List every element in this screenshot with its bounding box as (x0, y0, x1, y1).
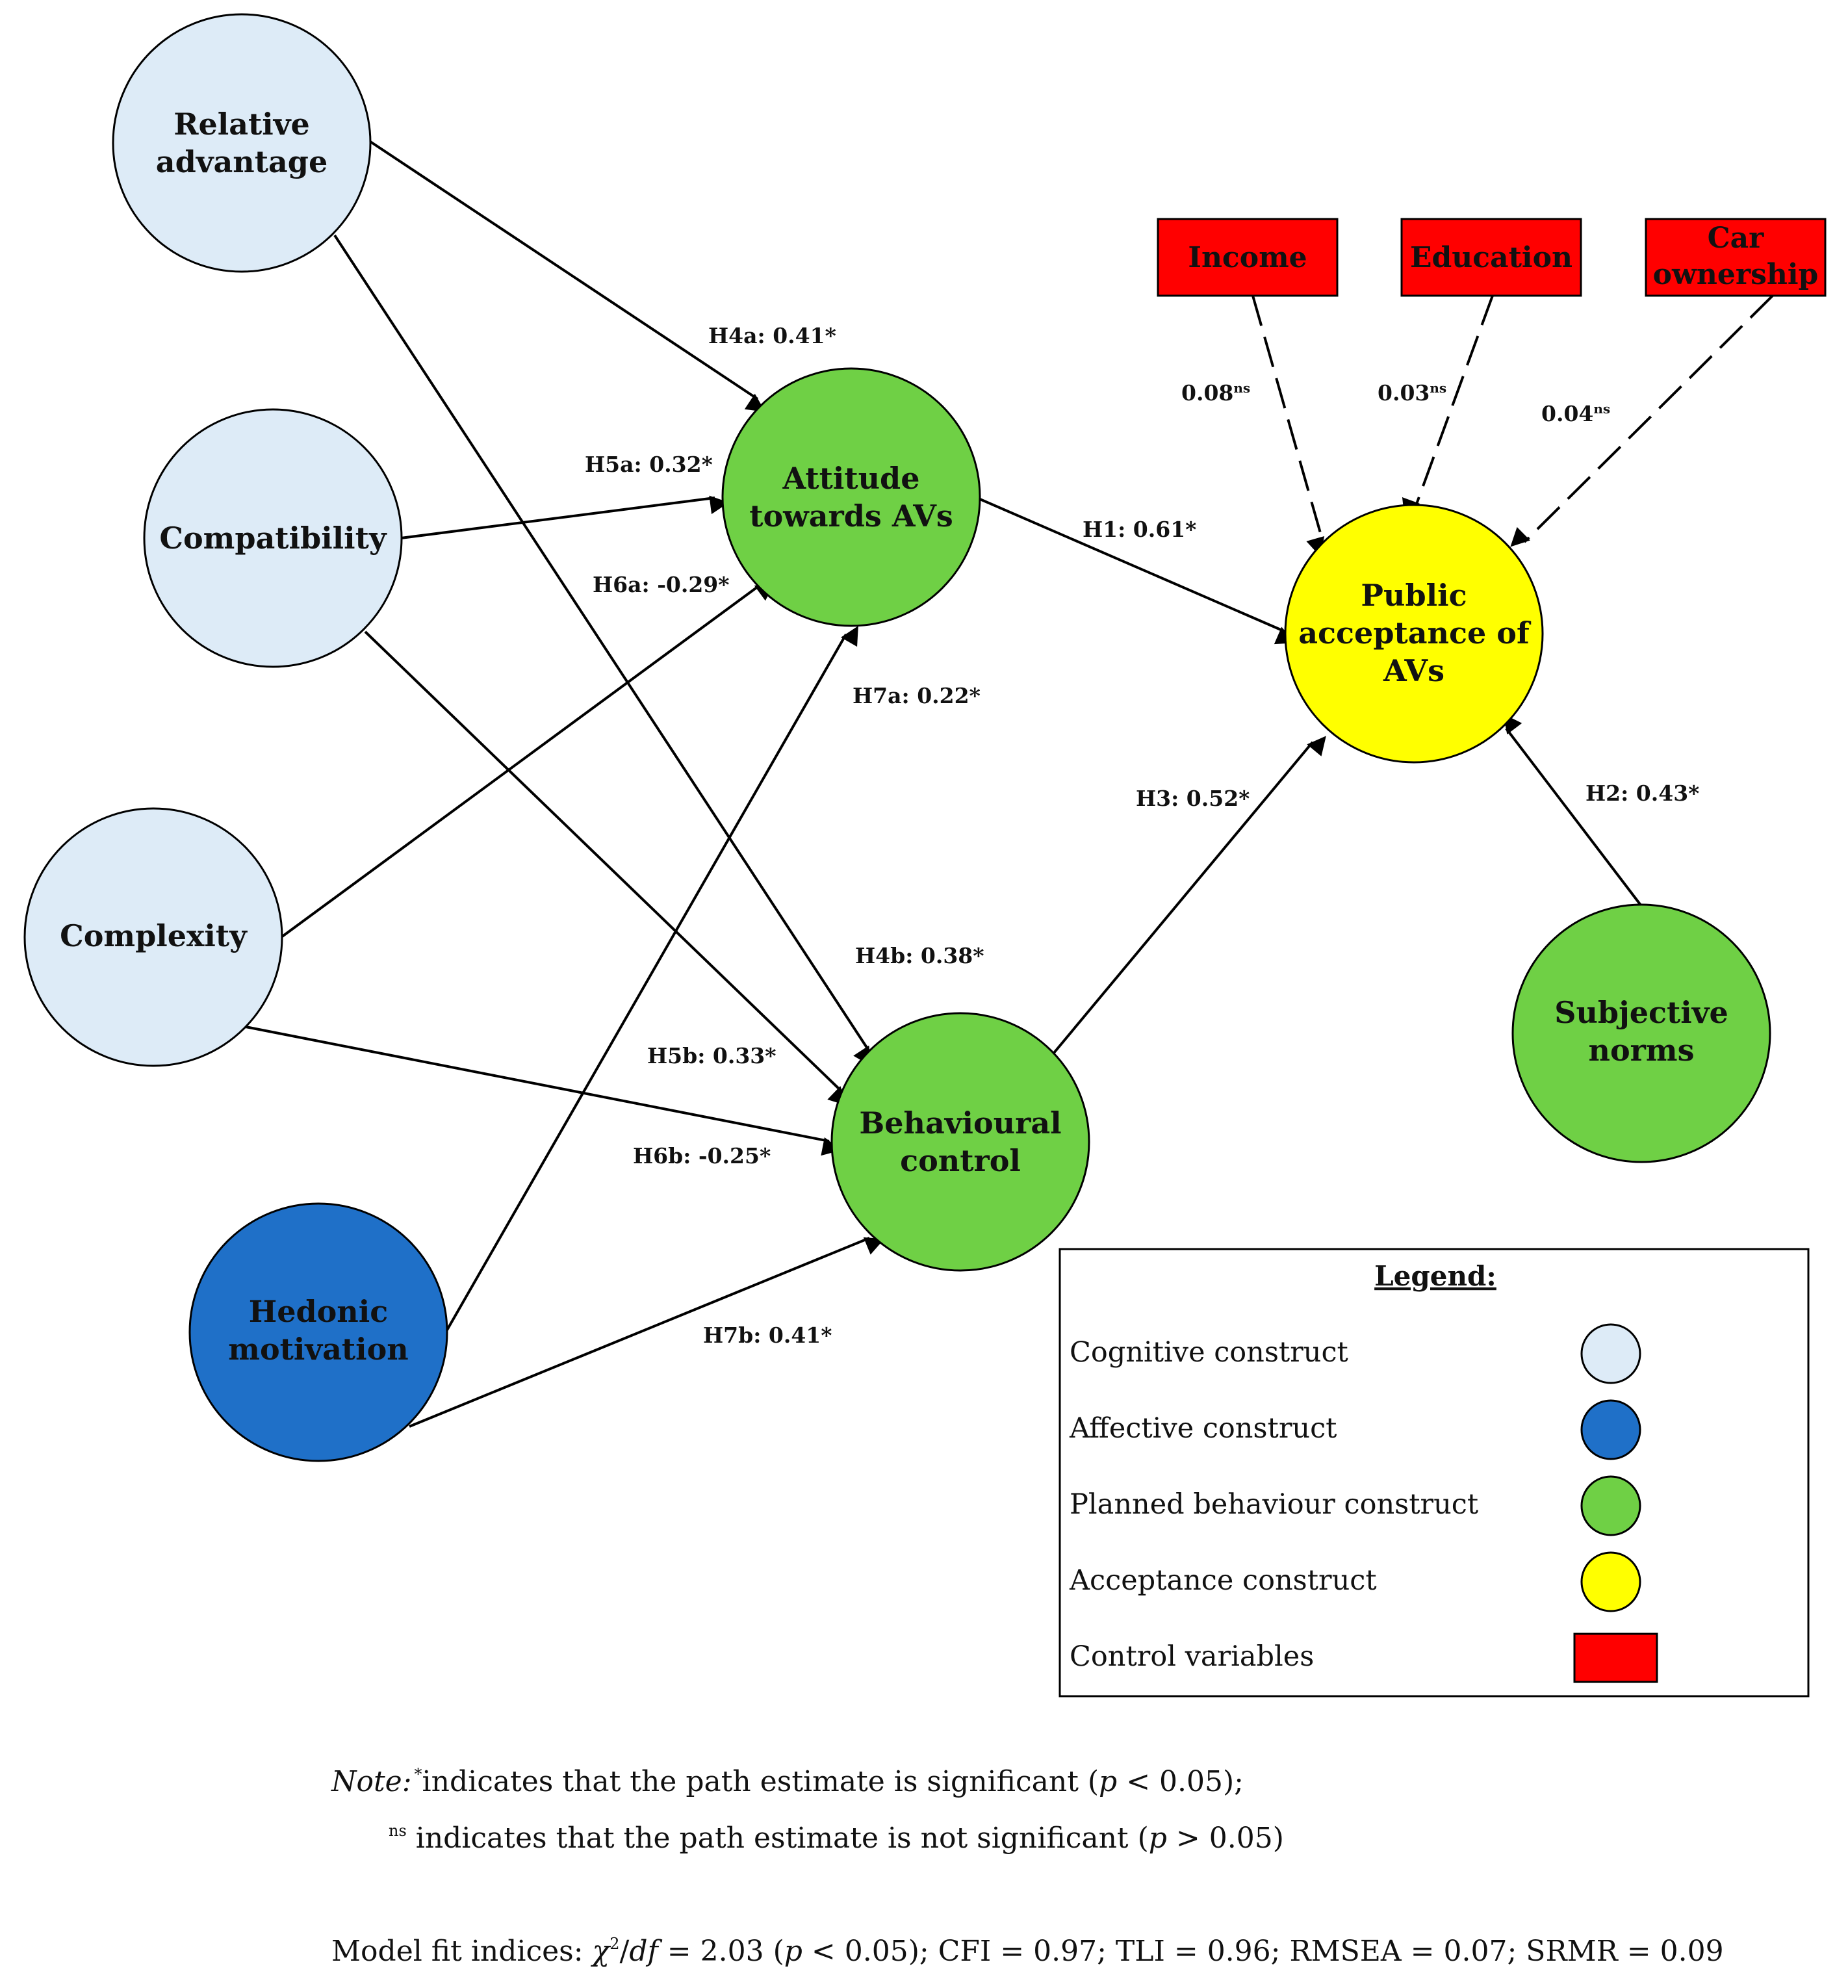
car-ownership-label: ownership (1653, 258, 1819, 291)
public-acceptance-label: AVs (1383, 653, 1444, 688)
legend-affective-label: Affective construct (1069, 1412, 1337, 1445)
compatibility-node (143, 408, 403, 668)
legend-box (1059, 1248, 1810, 1698)
edge-subjective-acceptance (1503, 714, 1643, 907)
path-label-h4a: H4a: 0.41* (708, 323, 836, 348)
edge-compatibility-attitude (400, 495, 729, 539)
legend-affective-swatch (1580, 1399, 1641, 1460)
path-label-h5a: H5a: 0.32* (585, 452, 713, 477)
legend-title: Legend: (1374, 1260, 1496, 1292)
edge-hedonic-behaviour (409, 1237, 884, 1428)
edge-car-ownership-acceptance (1510, 294, 1774, 547)
education-box (1400, 218, 1582, 297)
path-label-h6b: H6b: -0.25* (633, 1143, 771, 1168)
hedonic-motivation-node (188, 1202, 448, 1462)
legend: Legend: Cognitive construct Affective co… (1059, 1248, 1810, 1698)
legend-acceptance-swatch (1580, 1551, 1641, 1612)
relative-advantage-label: advantage (156, 144, 327, 179)
public-acceptance-label: acceptance of (1298, 615, 1532, 651)
complexity-node (23, 807, 283, 1067)
edge-complexity-attitude (280, 582, 775, 938)
path-label-h7a: H7a: 0.22* (853, 683, 981, 708)
legend-control-swatch (1573, 1633, 1658, 1683)
path-label-income: 0.08ns (1181, 380, 1250, 406)
edge-behaviour-acceptance (1053, 736, 1326, 1054)
subjective-norms-node (1511, 903, 1771, 1163)
education-label: Education (1410, 241, 1572, 274)
compatibility-label: Compatibility (159, 521, 387, 556)
relative-advantage-node (112, 13, 372, 273)
subjective-norms-label: Subjective (1554, 995, 1728, 1030)
path-label-h4b: H4b: 0.38* (855, 943, 984, 968)
income-label: Income (1188, 241, 1307, 274)
car-ownership-label: Car (1708, 222, 1765, 255)
path-label-h1: H1: 0.61* (1083, 517, 1196, 542)
edge-income-acceptance (1251, 295, 1325, 557)
path-label-h5b: H5b: 0.33* (647, 1043, 776, 1068)
subjective-norms-label: norms (1589, 1033, 1695, 1068)
path-label-car-ownership: 0.04ns (1541, 401, 1610, 426)
path-label-education: 0.03ns (1378, 380, 1446, 406)
edge-attitude-acceptance (979, 498, 1296, 645)
legend-cognitive-swatch (1580, 1323, 1641, 1384)
path-label-h7b: H7b: 0.41* (703, 1323, 832, 1348)
path-label-h2: H2: 0.43* (1585, 781, 1699, 806)
behavioural-control-node (830, 1012, 1090, 1272)
attitude-node (721, 367, 981, 627)
edge-education-acceptance (1402, 295, 1494, 519)
legend-planned-swatch (1580, 1475, 1641, 1536)
public-acceptance-node (1284, 504, 1544, 764)
note-significant: Note:*indicates that the path estimate i… (331, 1765, 1244, 1798)
car-ownership-box (1645, 218, 1827, 297)
attitude-label: towards AVs (749, 498, 953, 534)
legend-planned-label: Planned behaviour construct (1070, 1488, 1478, 1521)
attitude-label: Attitude (782, 461, 920, 496)
legend-cognitive-label: Cognitive construct (1070, 1336, 1348, 1369)
behavioural-control-label: control (900, 1143, 1021, 1178)
public-acceptance-label: Public (1361, 578, 1467, 613)
edge-hedonic-attitude (444, 625, 858, 1333)
note-not-significant: ns indicates that the path estimate is n… (389, 1822, 1284, 1855)
path-label-h3: H3: 0.52* (1136, 786, 1250, 811)
legend-control-label: Control variables (1070, 1640, 1314, 1673)
path-label-h6a: H6a: -0.29* (593, 572, 730, 597)
legend-acceptance-label: Acceptance construct (1069, 1564, 1377, 1597)
behavioural-control-label: Behavioural (859, 1105, 1061, 1141)
edge-relative-advantage-attitude (369, 140, 765, 412)
relative-advantage-label: Relative (173, 107, 310, 142)
model-fit-indices: Model fit indices: χ2/df = 2.03 (p < 0.0… (331, 1935, 1724, 1968)
hedonic-motivation-label: Hedonic (249, 1294, 389, 1329)
hedonic-motivation-label: motivation (228, 1332, 408, 1367)
edge-complexity-behaviour (245, 1026, 841, 1156)
complexity-label: Complexity (60, 918, 248, 953)
edge-compatibility-behaviour (364, 630, 848, 1106)
income-box (1157, 218, 1339, 297)
edge-relative-advantage-behaviour (333, 234, 872, 1066)
